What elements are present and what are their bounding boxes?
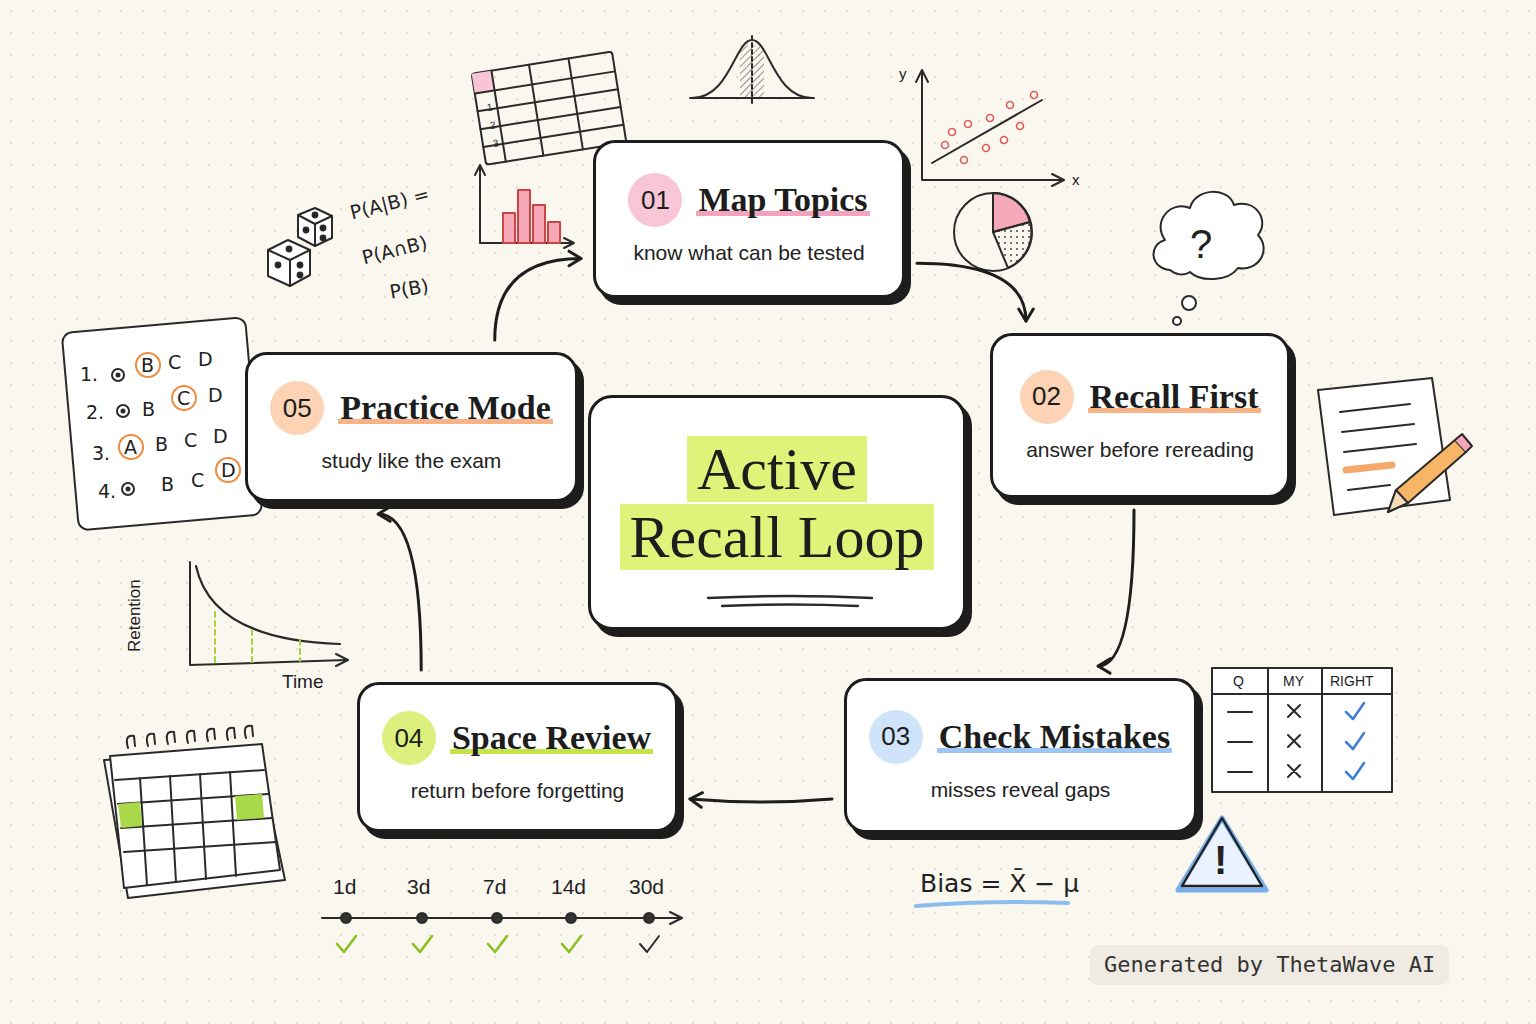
interval-label: 1d	[333, 875, 356, 898]
arrow-head	[690, 793, 703, 808]
step-number: 05	[270, 381, 324, 435]
step-box: 03 Check Mistakes misses reveal gaps	[844, 678, 1197, 833]
warning-mark: !	[1214, 838, 1227, 882]
step-number: 01	[628, 173, 682, 227]
question-number: 2.	[86, 402, 104, 423]
arrow-head	[569, 251, 581, 266]
bias-underline	[916, 902, 1068, 906]
answer-sheet	[62, 317, 263, 530]
row-number: 2	[489, 119, 496, 131]
answer-option: A	[124, 437, 137, 458]
thought-cloud	[1154, 192, 1264, 325]
step-heading: Map Topics	[696, 181, 869, 219]
step-header: 01 Map Topics	[628, 173, 869, 227]
pie-chart	[954, 193, 1032, 271]
step-box: 04 Space Review return before forgetting	[357, 682, 678, 832]
step-description: study like the exam	[322, 449, 502, 473]
arrow-line	[690, 799, 832, 802]
answer-option: B	[161, 474, 174, 495]
step-number: 02	[1020, 370, 1074, 424]
bar-chart	[475, 165, 574, 248]
answer-option: C	[177, 388, 190, 409]
retention-curve	[190, 562, 348, 666]
scatter-plot	[916, 70, 1064, 186]
title-box: Active Recall Loop	[588, 395, 966, 630]
table-header: Q	[1233, 674, 1244, 689]
step-number: 03	[869, 710, 923, 764]
question-number: 4.	[98, 481, 116, 502]
step-description: return before forgetting	[411, 779, 625, 803]
bell-curve	[690, 36, 814, 106]
table-header: MY	[1283, 674, 1304, 689]
interval-label: 3d	[407, 875, 430, 898]
answer-option: B	[155, 434, 168, 455]
step-description: answer before rereading	[1026, 438, 1254, 462]
arrow-line	[495, 259, 581, 341]
watermark: Generated by ThetaWave AI	[1090, 945, 1449, 985]
step-box: 02 Recall First answer before rereading	[990, 333, 1290, 498]
step-header: 02 Recall First	[1020, 370, 1261, 424]
step-header: 04 Space Review	[382, 711, 653, 765]
note-and-pencil	[1318, 378, 1472, 515]
answer-option: C	[191, 470, 204, 491]
answer-option: D	[198, 349, 213, 370]
answer-option: D	[213, 426, 228, 447]
spacing-timeline	[322, 912, 682, 952]
step-heading: Recall First	[1088, 378, 1261, 416]
formula: P(A∩B)	[360, 232, 429, 268]
warning-triangle	[1178, 818, 1266, 890]
flow-arrow	[378, 507, 421, 670]
step-description: know what can be tested	[633, 241, 864, 265]
question-number: 1.	[80, 364, 98, 385]
arrow-line	[1098, 510, 1134, 666]
arrow-line	[378, 514, 421, 670]
answer-option: C	[184, 430, 197, 451]
title: Active Recall Loop	[612, 436, 942, 570]
axis-label: Time	[282, 672, 324, 693]
question-number: 3.	[92, 443, 110, 464]
step-number: 04	[382, 711, 436, 765]
answer-option: D	[221, 460, 236, 481]
flow-arrow	[690, 793, 832, 808]
formula: P(B)	[388, 275, 430, 302]
arrow-head	[378, 507, 390, 522]
interval-label: 14d	[551, 875, 586, 898]
question-mark: ?	[1190, 222, 1212, 266]
flow-arrow	[495, 251, 581, 340]
calendar	[104, 726, 285, 898]
step-header: 03 Check Mistakes	[869, 710, 1172, 764]
step-heading: Space Review	[450, 719, 653, 757]
mistakes-table	[1212, 668, 1392, 792]
row-number: 3	[492, 137, 499, 149]
interval-label: 7d	[483, 875, 506, 898]
step-header: 05 Practice Mode	[270, 381, 553, 435]
dice	[268, 208, 332, 286]
answer-option: B	[142, 399, 155, 420]
answer-option: C	[168, 352, 181, 373]
flow-arrow	[917, 263, 1033, 321]
arrow-line	[917, 263, 1026, 321]
formula: Bias = X̄ − μ	[920, 870, 1079, 898]
flow-arrow	[1098, 510, 1134, 673]
formula: P(A|B) =	[348, 183, 431, 223]
step-heading: Practice Mode	[338, 389, 553, 427]
table-header: RIGHT	[1330, 674, 1374, 689]
answer-option: D	[208, 385, 223, 406]
axis-label: Retention	[126, 579, 145, 652]
step-heading: Check Mistakes	[937, 718, 1172, 756]
interval-label: 30d	[629, 875, 664, 898]
arrow-head	[1098, 659, 1110, 674]
answer-option: B	[141, 355, 154, 376]
axis-label: y	[899, 66, 907, 83]
step-box: 05 Practice Mode study like the exam	[245, 352, 578, 502]
step-box: 01 Map Topics know what can be tested	[593, 140, 905, 298]
axis-label: x	[1072, 172, 1080, 189]
arrow-head	[1019, 309, 1034, 321]
row-number: 1	[486, 101, 493, 113]
step-description: misses reveal gaps	[931, 778, 1111, 802]
